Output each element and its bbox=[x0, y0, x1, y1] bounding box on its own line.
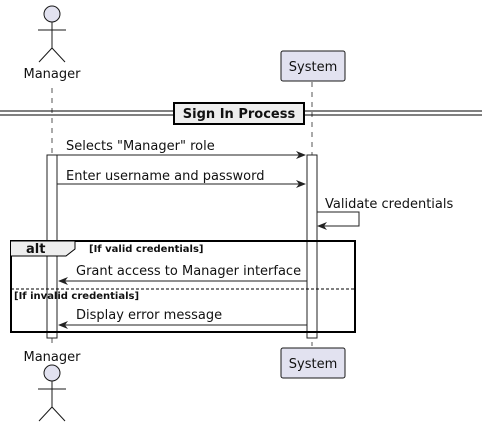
alt-fragment: alt [If valid credentials] [If invalid c… bbox=[10, 240, 356, 333]
system-participant-bottom: System bbox=[280, 347, 346, 379]
message-grant-access: Grant access to Manager interface bbox=[58, 264, 307, 285]
message-grant-access-label: Grant access to Manager interface bbox=[76, 264, 301, 279]
message-select-role-label: Selects "Manager" role bbox=[66, 139, 215, 154]
system-label-bottom: System bbox=[289, 357, 337, 372]
message-enter-credentials-label: Enter username and password bbox=[66, 169, 264, 184]
system-label-top: System bbox=[289, 60, 337, 75]
message-enter-credentials: Enter username and password bbox=[57, 169, 306, 188]
system-activation-bar bbox=[306, 154, 318, 339]
manager-label-top: Manager bbox=[24, 67, 82, 82]
alt-keyword: alt bbox=[26, 242, 45, 257]
alt-condition-invalid: [If invalid credentials] bbox=[14, 291, 139, 302]
message-validate-credentials: Validate credentials bbox=[317, 197, 454, 230]
divider-label: Sign In Process bbox=[183, 107, 296, 122]
message-validate-credentials-label: Validate credentials bbox=[325, 197, 454, 212]
manager-actor-top: Manager bbox=[24, 5, 82, 82]
system-participant-top: System bbox=[280, 50, 346, 82]
message-display-error: Display error message bbox=[58, 308, 307, 329]
manager-actor-bottom: Manager bbox=[24, 350, 82, 422]
message-select-role: Selects "Manager" role bbox=[57, 139, 306, 159]
manager-label-bottom: Manager bbox=[24, 350, 82, 365]
sign-in-divider: Sign In Process bbox=[0, 102, 482, 125]
message-display-error-label: Display error message bbox=[76, 308, 222, 323]
alt-condition-valid: [If valid credentials] bbox=[89, 244, 204, 255]
